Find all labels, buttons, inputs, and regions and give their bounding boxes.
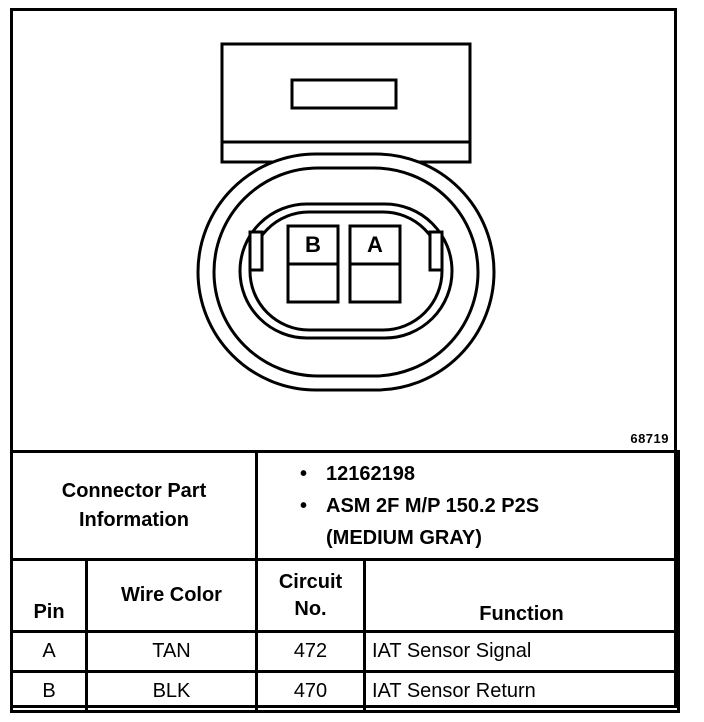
part-description-line2: (MEDIUM GRAY) bbox=[326, 526, 482, 549]
connector-part-info-label: Connector Part Information bbox=[10, 450, 258, 561]
row-pin: B bbox=[10, 670, 88, 713]
row-pin: A bbox=[10, 630, 88, 673]
row-circuit: 472 bbox=[255, 630, 366, 673]
connector-drawing bbox=[196, 42, 496, 392]
table-row: B BLK 470 IAT Sensor Return bbox=[10, 670, 680, 713]
row-circuit: 470 bbox=[255, 670, 366, 713]
connector-part-info-values: 12162198 ASM 2F M/P 150.2 P2S (MEDIUM GR… bbox=[255, 450, 680, 561]
pin-label-a: A bbox=[367, 232, 383, 257]
part-description-line1: ASM 2F M/P 150.2 P2S bbox=[326, 494, 540, 517]
row-wire-color: TAN bbox=[85, 630, 258, 673]
connector-part-label-line2: Information bbox=[79, 508, 189, 531]
connector-lock-window bbox=[290, 78, 398, 110]
part-description-item: ASM 2F M/P 150.2 P2S (MEDIUM GRAY) bbox=[296, 490, 677, 554]
header-circuit-line2: No. bbox=[294, 597, 327, 620]
part-number: 12162198 bbox=[326, 462, 415, 485]
header-circuit-line1: Circuit bbox=[278, 570, 343, 593]
header-pin: Pin bbox=[10, 558, 88, 633]
row-function: IAT Sensor Signal bbox=[363, 630, 680, 673]
figure-number: 68719 bbox=[630, 431, 669, 446]
part-number-item: 12162198 bbox=[296, 458, 677, 490]
pin-label-b: B bbox=[305, 232, 321, 257]
header-wire-color: Wire Color bbox=[85, 558, 258, 633]
connector-key-left bbox=[248, 230, 264, 272]
connector-part-label-line1: Connector Part bbox=[61, 479, 207, 502]
connector-inner-shell bbox=[212, 166, 480, 378]
connector-key-right bbox=[428, 230, 444, 272]
header-circuit-no: Circuit No. bbox=[255, 558, 366, 633]
row-wire-color: BLK bbox=[85, 670, 258, 713]
table-row: A TAN 472 IAT Sensor Signal bbox=[10, 630, 680, 673]
connector-info-table: Connector Part Information 12162198 ASM … bbox=[10, 450, 680, 713]
header-function: Function bbox=[363, 558, 680, 633]
row-function: IAT Sensor Return bbox=[363, 670, 680, 713]
connector-diagram: B A 68719 bbox=[10, 8, 677, 450]
